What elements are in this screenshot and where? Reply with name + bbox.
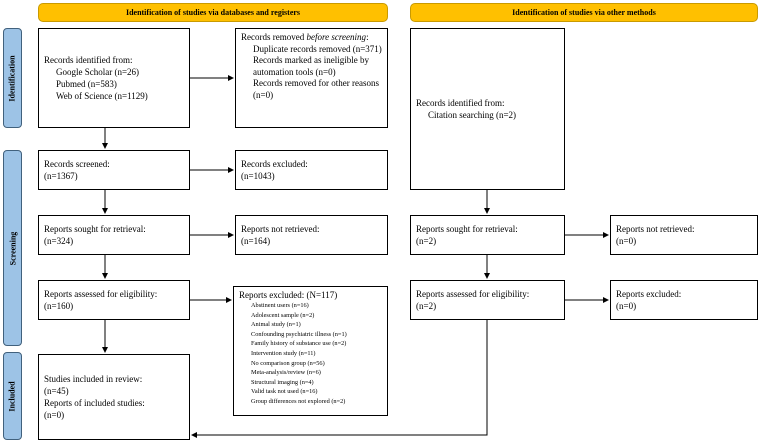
exclusion-reason: Valid task not used (n=16) (251, 388, 318, 396)
exclusion-list: Abstinent users (n=16) Adolescent sample … (239, 301, 382, 407)
arrow (191, 320, 488, 438)
box-reports-excluded: Reports excluded: (N=117) Abstinent user… (233, 286, 388, 416)
box-reports-sought: Reports sought for retrieval: (n=324) (38, 215, 190, 255)
exclusion-reason: Intervention study (n=11) (251, 349, 316, 357)
exclusion-reason: No comparison group (n=56) (251, 359, 325, 367)
exclusion-reason: Animal study (n=1) (251, 321, 301, 329)
box-count: (n=164) (241, 236, 271, 246)
box-count: (n=0) (44, 410, 65, 420)
box-title: Reports excluded: (N=117) (239, 290, 338, 300)
removed-item: Records removed for other reasons (n=0) (253, 78, 379, 100)
source-item: Google Scholar (n=26) (56, 67, 140, 77)
box-count: (n=160) (44, 301, 74, 311)
box-count: (n=1043) (241, 171, 275, 181)
exclusion-reason: Family history of substance use (n=2) (251, 340, 347, 348)
source-item: Web of Science (n=1129) (56, 91, 148, 101)
header-databases: Identification of studies via databases … (38, 3, 388, 22)
title-part: : (366, 32, 369, 42)
box-title: Records excluded: (241, 159, 308, 169)
box-title: Reports not retrieved: (616, 224, 695, 234)
header-other-methods: Identification of studies via other meth… (410, 3, 758, 22)
box-records-screened: Records screened: (n=1367) (38, 150, 190, 190)
box-title: Reports assessed for eligibility: (416, 289, 530, 299)
box-records-excluded: Records excluded: (n=1043) (235, 150, 388, 190)
box-studies-included: Studies included in review: (n=45) Repor… (38, 354, 190, 440)
box-title: Reports of included studies: (44, 398, 145, 408)
box-title: Studies included in review: (44, 374, 143, 384)
title-part: Records removed (241, 32, 307, 42)
box-records-identified: Records identified from: Google Scholar … (38, 28, 190, 128)
box-reports-not-retrieved: Reports not retrieved: (n=164) (235, 215, 388, 255)
removed-item: Duplicate records removed (n=371) (253, 43, 382, 54)
exclusion-reason: Confounding psychiatric illness (n=1) (251, 330, 347, 338)
box-title: Records identified from: (44, 55, 133, 65)
box-title: Records identified from: (416, 98, 505, 108)
source-item: Pubmed (n=583) (56, 79, 117, 89)
box-other-reports-assessed: Reports assessed for eligibility: (n=2) (410, 280, 565, 320)
box-count: (n=1367) (44, 171, 78, 181)
box-title: Reports sought for retrieval: (416, 224, 518, 234)
box-title: Reports excluded: (616, 289, 682, 299)
title-part: before screening (306, 32, 367, 42)
phase-included: Included (3, 352, 22, 440)
phase-screening: Screening (3, 150, 22, 346)
box-count: (n=0) (616, 236, 637, 246)
box-other-not-retrieved: Reports not retrieved: (n=0) (610, 215, 758, 255)
box-title: Reports sought for retrieval: (44, 224, 146, 234)
box-count: (n=0) (616, 301, 637, 311)
exclusion-reason: Abstinent users (n=16) (251, 302, 309, 309)
exclusion-reason: Group differences not explored (n=2) (251, 397, 346, 405)
phase-identification: Identification (3, 28, 22, 128)
box-other-reports-sought: Reports sought for retrieval: (n=2) (410, 215, 565, 255)
box-records-removed: Records removed before screening: Duplic… (235, 28, 388, 128)
box-reports-assessed: Reports assessed for eligibility: (n=160) (38, 280, 190, 320)
box-count: (n=2) (416, 236, 437, 246)
removed-item: Records marked as ineligible by automati… (253, 55, 369, 77)
box-title: Reports not retrieved: (241, 224, 320, 234)
exclusion-reason: Structural imaging (n=4) (251, 378, 314, 386)
box-count: (n=324) (44, 236, 74, 246)
box-title: Reports assessed for eligibility: (44, 289, 158, 299)
box-other-records-identified: Records identified from: Citation search… (410, 28, 565, 190)
box-count: (n=45) (44, 386, 69, 396)
box-title: Records removed before screening: (241, 32, 382, 44)
source-item: Citation searching (n=2) (428, 110, 517, 120)
box-count: (n=2) (416, 301, 437, 311)
box-other-reports-excluded: Reports excluded: (n=0) (610, 280, 758, 320)
exclusion-reason: Adolescent sample (n=2) (251, 311, 315, 319)
exclusion-reason: Meta-analysis/review (n=6) (251, 369, 321, 377)
box-title: Records screened: (44, 159, 110, 169)
